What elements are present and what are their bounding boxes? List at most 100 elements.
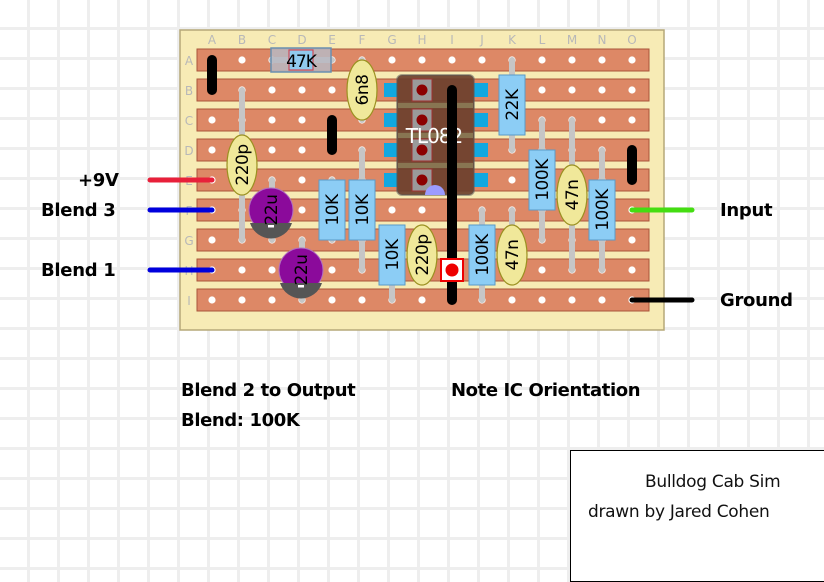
row-label: B [185, 84, 193, 98]
svg-text:47n: 47n [503, 240, 523, 271]
hole [328, 86, 336, 94]
capacitor-220p[interactable]: 220p [406, 224, 438, 286]
svg-text:22K: 22K [503, 88, 523, 121]
ic-notch-icon [425, 185, 445, 195]
hole [508, 176, 516, 184]
ic-orientation-note: Note IC Orientation [451, 380, 641, 401]
hole [598, 296, 606, 304]
hole [208, 296, 216, 304]
hole [568, 296, 576, 304]
hole [418, 296, 426, 304]
hole [208, 146, 216, 154]
resistor-22k[interactable]: 22K [498, 74, 526, 136]
ic-rail [398, 163, 473, 168]
svg-text:47K: 47K [286, 52, 318, 72]
ic-pad-hole [416, 174, 428, 186]
hole [418, 56, 426, 64]
resistor-10k[interactable]: 10K [318, 179, 346, 241]
hole [538, 296, 546, 304]
capacitor-220p[interactable]: 220p [226, 134, 258, 196]
blend3-label: Blend 3 [41, 200, 116, 221]
hole [238, 56, 246, 64]
ground-label: Ground [720, 290, 793, 311]
row-label: D [184, 144, 193, 158]
hole [298, 86, 306, 94]
hole [208, 236, 216, 244]
ic-rail [398, 133, 473, 138]
hole [268, 146, 276, 154]
hole [508, 296, 516, 304]
column-label: F [359, 33, 366, 47]
capacitor-47n[interactable]: 47n [496, 224, 528, 286]
svg-text:100K: 100K [473, 233, 493, 276]
column-label: A [208, 33, 217, 47]
row-label: C [185, 114, 193, 128]
hole [598, 56, 606, 64]
column-label: B [238, 33, 246, 47]
hole [268, 116, 276, 124]
hole [568, 56, 576, 64]
hole [598, 116, 606, 124]
track-cut-marker [440, 258, 464, 282]
resistor-100k[interactable]: 100K [528, 149, 556, 211]
svg-text:6n8: 6n8 [353, 75, 373, 106]
svg-text:22u: 22u [262, 195, 282, 226]
ic-pin [474, 113, 488, 127]
hole [568, 86, 576, 94]
capacitor-47n[interactable]: 47n [556, 164, 588, 226]
hole [238, 266, 246, 274]
resistor-10k[interactable]: 10K [378, 224, 406, 286]
column-label: C [268, 33, 276, 47]
ic-tl082[interactable]: TL082 [384, 74, 488, 196]
hole [268, 266, 276, 274]
column-label: O [627, 33, 636, 47]
hole [328, 296, 336, 304]
hole [298, 176, 306, 184]
hole [388, 56, 396, 64]
ic-pad-hole [416, 144, 428, 156]
electrolytic-capacitor-22u[interactable]: 22u [278, 247, 324, 299]
hole [628, 56, 636, 64]
credits-box: Bulldog Cab Sim drawn by Jared Cohen [570, 450, 824, 582]
capacitor-6n8[interactable]: 6n8 [346, 59, 378, 121]
svg-text:220p: 220p [233, 144, 253, 185]
hole [358, 296, 366, 304]
hole [238, 296, 246, 304]
hole [598, 86, 606, 94]
ic-pad-hole [416, 114, 428, 126]
svg-text:10K: 10K [383, 238, 403, 271]
hole [538, 56, 546, 64]
hole [628, 116, 636, 124]
blend-pot-note: Blend: 100K [181, 410, 300, 431]
resistor-47k[interactable]: 47K [270, 47, 332, 73]
column-label: D [297, 33, 306, 47]
ic-pin [474, 83, 488, 97]
ic-rail [398, 103, 473, 108]
column-label: L [539, 33, 546, 47]
svg-text:10K: 10K [323, 193, 343, 226]
electrolytic-capacitor-22u[interactable]: 22u [248, 187, 294, 239]
blend1-label: Blend 1 [41, 260, 116, 281]
row-label: A [185, 54, 194, 68]
resistor-100k[interactable]: 100K [468, 224, 496, 286]
hole [298, 116, 306, 124]
resistor-10k[interactable]: 10K [348, 179, 376, 241]
hole [328, 266, 336, 274]
column-label: I [450, 33, 454, 47]
row-label: I [187, 294, 191, 308]
hole [628, 236, 636, 244]
svg-text:47n: 47n [563, 180, 583, 211]
row-label: G [184, 234, 193, 248]
hole [298, 206, 306, 214]
credits-title: Bulldog Cab Sim [645, 472, 781, 492]
ic-pin [384, 173, 398, 187]
column-label: H [417, 33, 426, 47]
hole [538, 266, 546, 274]
resistor-100k[interactable]: 100K [588, 179, 616, 241]
column-label: N [598, 33, 607, 47]
column-label: G [387, 33, 396, 47]
svg-text:100K: 100K [533, 158, 553, 201]
hole [388, 206, 396, 214]
hole [268, 296, 276, 304]
